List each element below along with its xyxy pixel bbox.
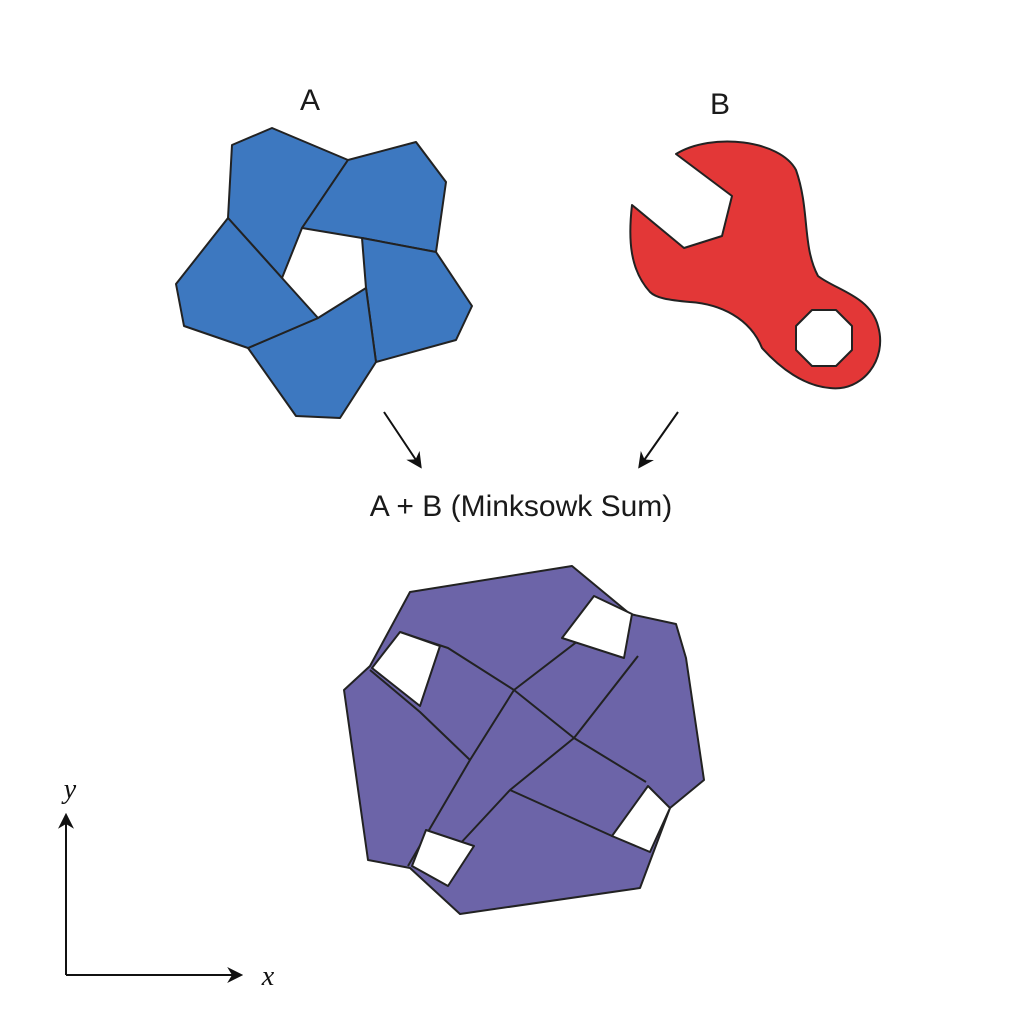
wrench-body [629,140,882,390]
label-a: A [300,84,320,117]
coordinate-axes: y x [58,774,275,992]
shape-a [175,127,473,419]
result-shape [343,565,705,915]
label-b: B [710,88,730,121]
result-outer-polygon [343,565,705,915]
result-hole [411,829,475,887]
result-label: A + B (Minksowk Sum) [370,490,673,523]
result-holes [371,595,671,887]
result-edge [369,669,471,867]
x-axis-label: x [261,961,275,992]
shape-a-blade [361,237,473,363]
result-edge [469,655,639,761]
result-edge [457,737,647,847]
result-hole [561,595,633,659]
arrow-from-a [383,411,422,469]
shape-b [629,140,882,390]
arrow-from-b [638,411,679,469]
shape-a-blade [175,217,319,349]
y-axis-label: y [61,774,77,805]
result-hole [371,631,441,707]
result-hole [611,785,671,853]
